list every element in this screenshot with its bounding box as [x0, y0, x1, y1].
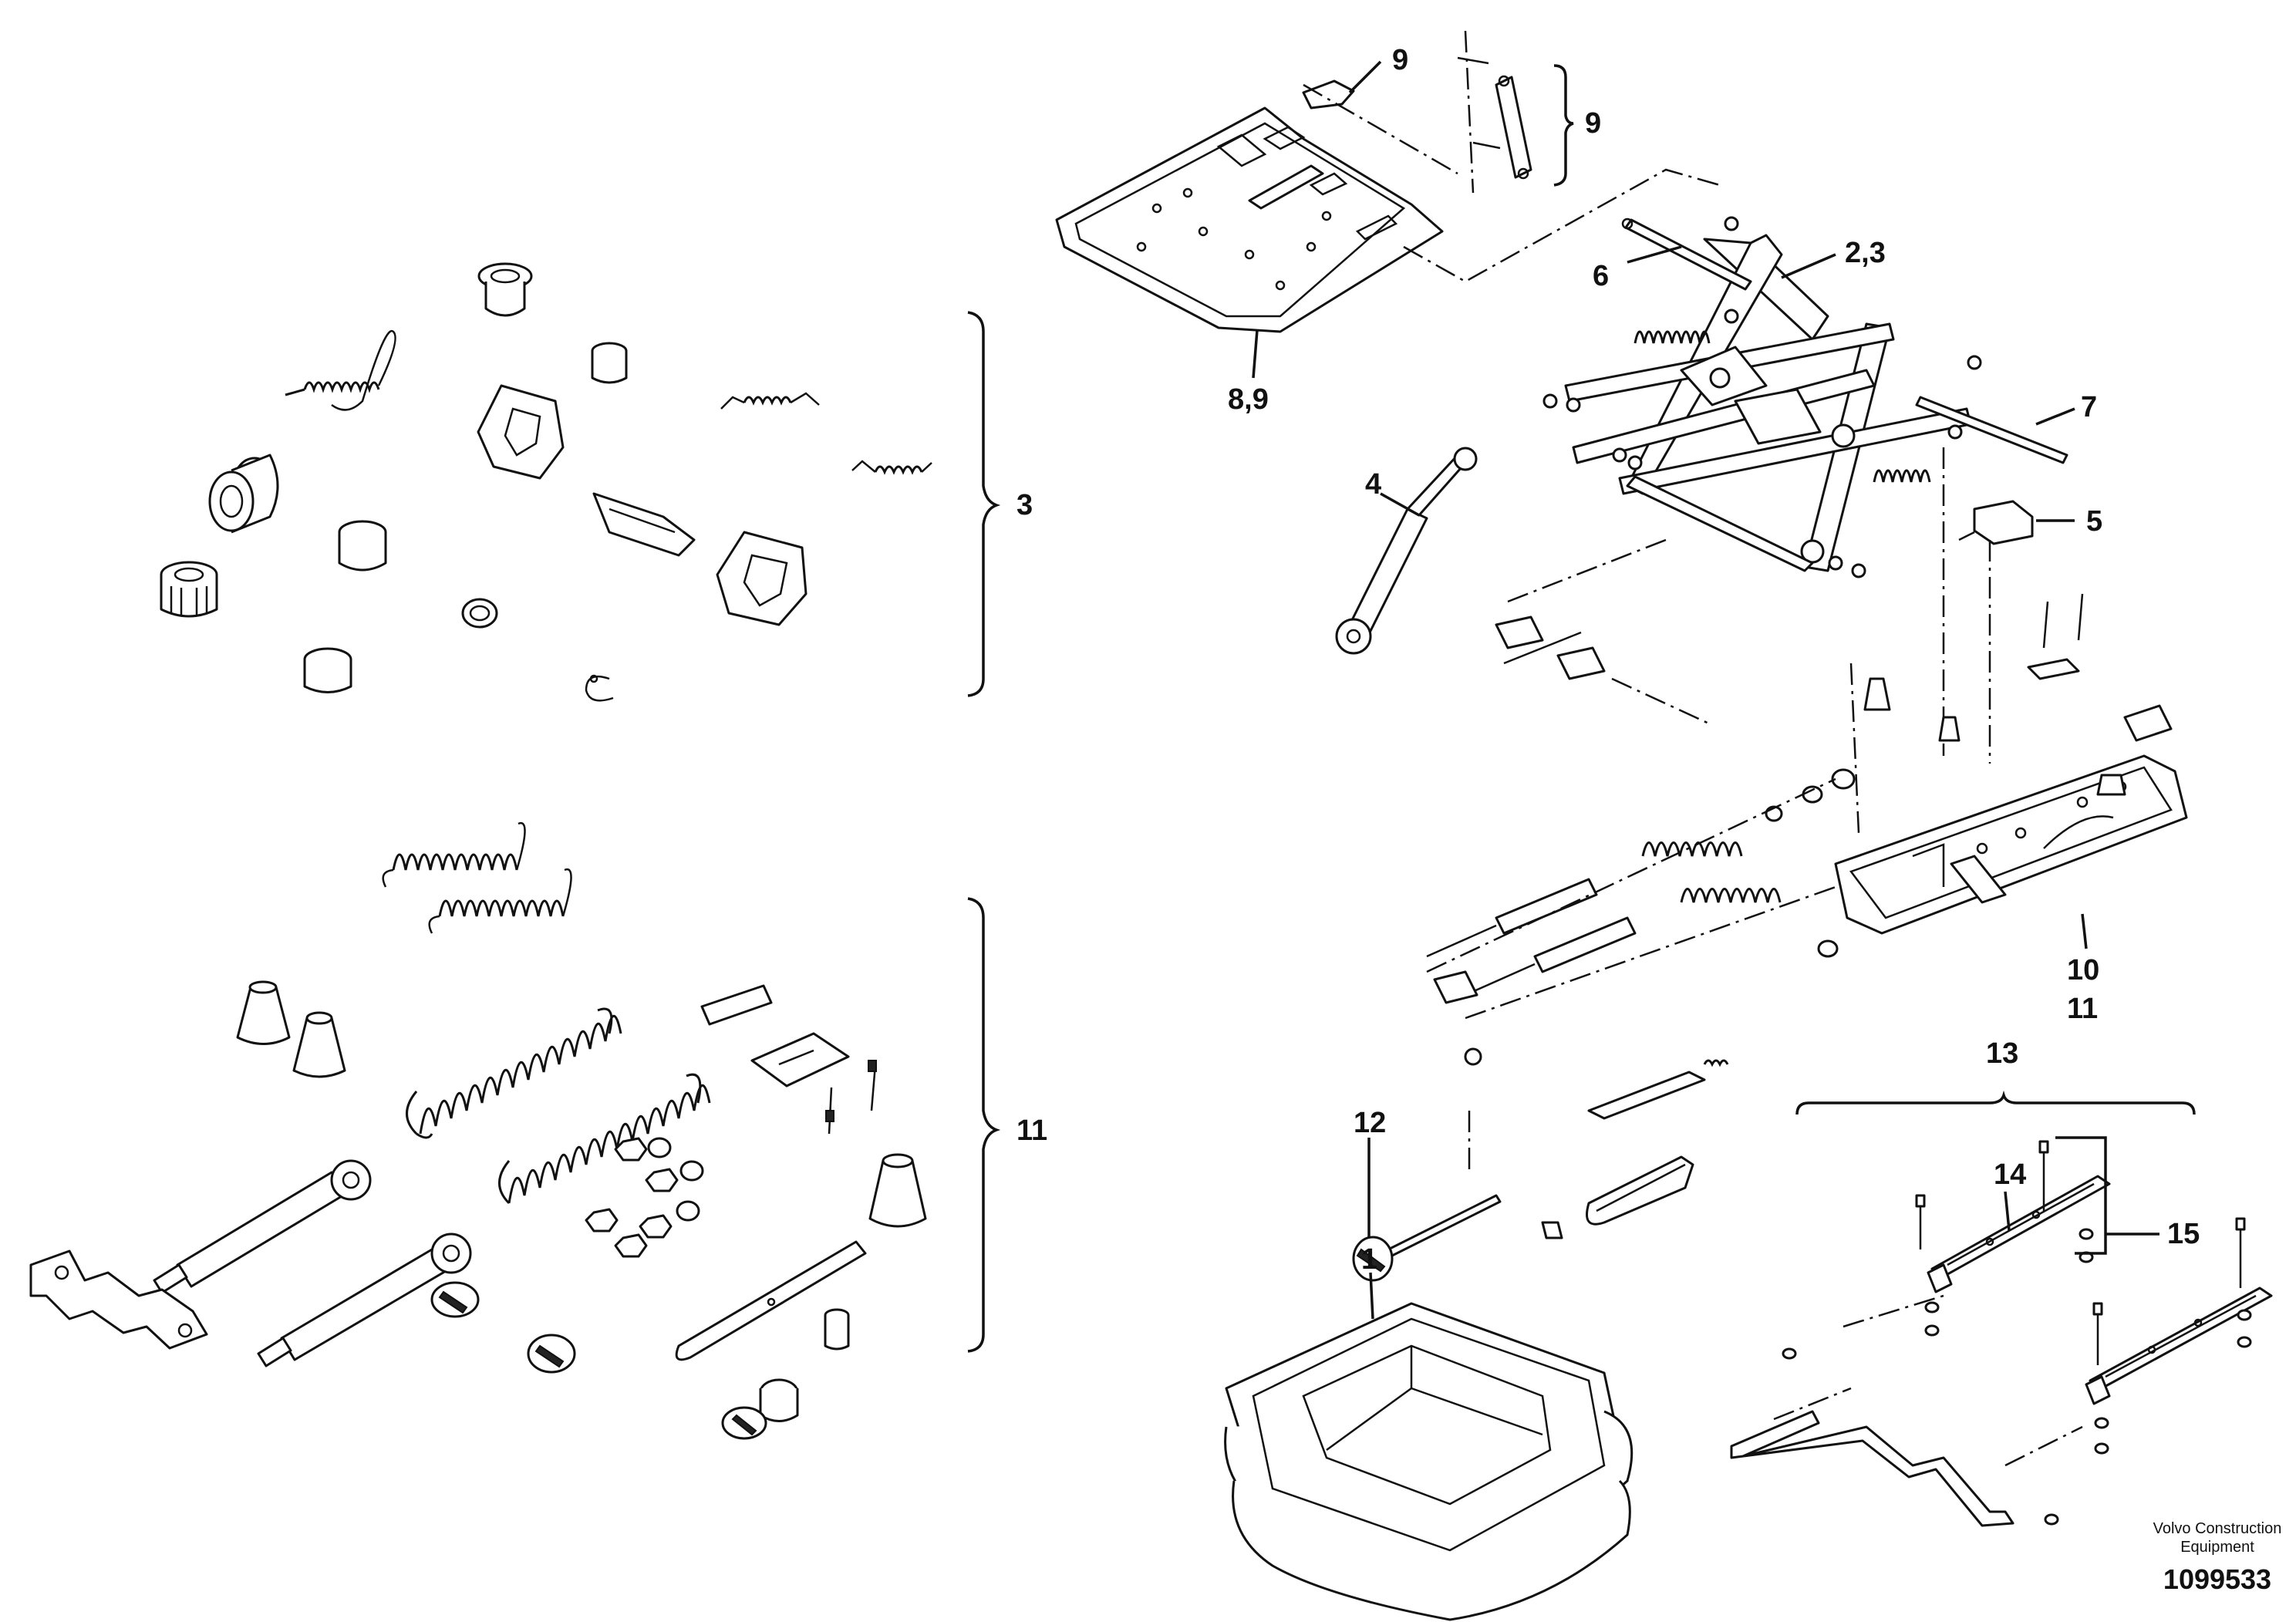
strap: [675, 1240, 867, 1361]
washer: [461, 598, 498, 629]
pad-block: [700, 984, 773, 1026]
lever-bracket: [1433, 970, 1729, 1120]
callout-8-9: 8,9: [1228, 383, 1269, 416]
callout-15: 15: [2167, 1218, 2200, 1250]
bracket-9-right: [1553, 64, 1574, 187]
gas-spring-lower: [257, 1233, 472, 1367]
slider-block: [592, 492, 696, 557]
assembly-line-vertical-3: [1849, 663, 1860, 834]
link-bracket: [29, 1249, 208, 1350]
callout-5: 5: [2086, 505, 2102, 538]
tension-spring-long-hook: [285, 329, 396, 411]
gas-strut: [1335, 447, 1478, 655]
nuts-and-washers: [585, 1137, 704, 1258]
retaining-clip: [585, 674, 614, 702]
kit-11-bracket: [967, 897, 1001, 1353]
link-rod: [1457, 30, 1532, 194]
leader-8-9: [1252, 329, 1259, 379]
callout-10: 10: [2067, 954, 2099, 986]
center-springs-struts: [1426, 768, 1856, 1020]
sleeve: [591, 342, 628, 384]
mounting-plate: [750, 1032, 850, 1088]
knob-lower: [527, 1334, 576, 1374]
leader-6: [1627, 245, 1682, 264]
assembly-line-plate: [1403, 168, 1721, 283]
leader-14: [2004, 1191, 2011, 1231]
callout-7: 7: [2081, 391, 2097, 423]
leader-9-top: [1348, 60, 1382, 94]
tension-spring-right: [851, 460, 932, 475]
kit-3-bracket: [967, 311, 1001, 697]
tension-spring-short: [720, 392, 820, 410]
kit-3-parts: [160, 262, 932, 702]
rivets: [825, 1060, 877, 1135]
scissor-mechanism: [1542, 216, 2068, 578]
seat-plate: [1055, 79, 1444, 333]
callout-2-3: 2,3: [1845, 237, 1886, 269]
roller-bushing: [759, 1378, 799, 1422]
seat-cushion: [1224, 1302, 1633, 1621]
small-bushing: [824, 1308, 850, 1351]
bushing: [338, 520, 387, 572]
adjust-bar: [1730, 1294, 2083, 1527]
large-buffer: [868, 1153, 927, 1228]
callout-13: 13: [1986, 1037, 2018, 1070]
clip-bottom: [721, 1406, 767, 1440]
callout-4: 4: [1365, 468, 1381, 501]
pins-pair: [2027, 593, 2084, 680]
callout-11-main: 11: [2067, 993, 2098, 1025]
assembly-line-top: [1303, 83, 1458, 175]
small-linkages: [1495, 538, 1713, 727]
callout-11-group: 11: [1017, 1114, 1047, 1147]
slide-rail-lower: [2085, 1217, 2273, 1455]
springs-pair-small: [382, 821, 572, 934]
callout-1: 1: [1361, 1243, 1377, 1276]
callout-12: 12: [1354, 1107, 1386, 1139]
bracket-plate: [477, 384, 565, 480]
latch-block: [1958, 500, 2034, 545]
bracket-15: [2055, 1136, 2159, 1255]
callout-6: 6: [1593, 260, 1609, 292]
base-frame: [1834, 677, 2188, 935]
leader-4: [1380, 492, 1420, 517]
large-coil-springs: [406, 1007, 711, 1205]
slide-rail-upper: [1915, 1140, 2111, 1337]
roller: [208, 454, 279, 534]
leader-7: [2035, 407, 2075, 426]
bracket-13: [1795, 1090, 2196, 1115]
leader-10-11: [2081, 913, 2088, 949]
leader-1: [1369, 1272, 1374, 1320]
rubber-buffer-cones: [236, 980, 346, 1078]
flanged-bushing: [477, 262, 533, 317]
callout-9-top: 9: [1392, 44, 1408, 76]
callout-3: 3: [1017, 489, 1033, 521]
knurled-roller: [160, 561, 218, 618]
gas-spring-upper: [153, 1159, 372, 1294]
callout-14: 14: [1994, 1158, 2026, 1191]
brand-line-2: Equipment: [2180, 1539, 2254, 1556]
drawing-number: 1099533: [2163, 1563, 2271, 1595]
brand-line-1: Volvo Construction: [2153, 1520, 2282, 1537]
knob-upper: [430, 1281, 480, 1318]
flanged-bushing-small: [303, 647, 352, 693]
callout-9-right: 9: [1585, 107, 1601, 140]
leader-2-3: [1781, 253, 1836, 279]
kit-11-parts: [29, 821, 927, 1440]
bracket-plate-right: [716, 531, 807, 626]
adjust-lever: [1352, 1111, 1694, 1282]
